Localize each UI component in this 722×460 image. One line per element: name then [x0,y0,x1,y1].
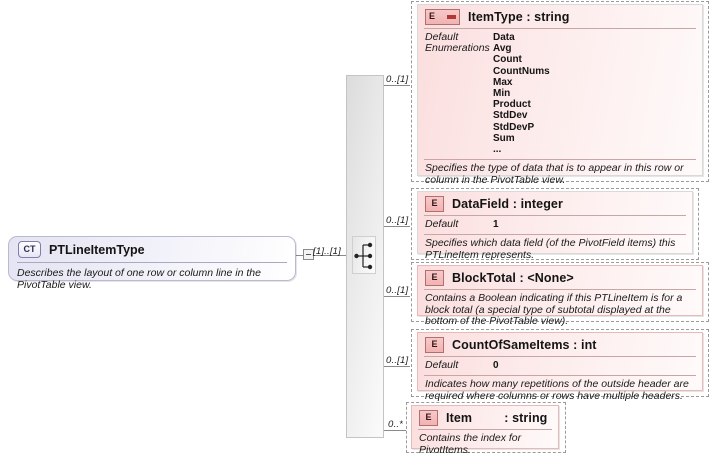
element-countofsameitems-header: E CountOfSameItems : int [418,333,702,356]
cardinality-itemtype: 0..[1] [386,74,409,85]
connector-branch-itemtype [384,85,410,86]
complex-type-divider [17,262,287,263]
element-icon: E [419,409,438,426]
element-countofsameitems-divider-2 [424,375,696,377]
element-blocktotal-description: Contains a Boolean indicating if this PT… [425,292,683,328]
element-item-divider [418,429,552,430]
cardinality-countofsameitems: 0..[1] [386,355,409,366]
optional-frame-datafield [411,188,699,260]
element-itemtype-title: ItemType : string [468,9,570,24]
complex-type-ptlineitemtype[interactable]: CT PTLineItemType Describes the layout o… [8,236,296,291]
connector-branch-countofsameitems [384,366,410,367]
optional-frame-countofsameitems [411,329,709,397]
cardinality-blocktotal: 0..[1] [386,285,409,296]
element-countofsameitems-facets: Default 0 [418,357,702,375]
element-itemtype[interactable]: E ItemType : string Default Data Enumera… [417,4,703,186]
element-countofsameitems-description: Indicates how many repetitions of the ou… [425,378,689,402]
facet-label-default: Default [425,218,459,230]
element-item-description: Contains the index for PivotItems. [419,432,522,456]
element-item[interactable]: E Item : string Contains the index for P… [411,405,559,455]
facet-value-default: 1 [493,219,499,230]
complex-type-title: PTLineItemType [49,242,145,257]
connector-ct-to-stub [296,255,304,256]
optional-frame-itemtype [411,1,709,182]
element-datafield-header: E DataField : integer [418,192,692,215]
element-itemtype-divider-2 [424,159,696,161]
sequence-compositor[interactable] [352,236,376,274]
complex-type-icon: CT [18,241,41,258]
element-datafield-description: Specifies which data field (of the Pivot… [425,237,676,261]
element-itemtype-header: E ItemType : string [418,5,702,28]
connector-branch-blocktotal [384,296,410,297]
sequence-compositor-icon [354,242,373,270]
element-itemtype-divider [424,28,696,29]
element-countofsameitems-title: CountOfSameItems : int [452,337,597,352]
facet-value-enumerations: Avg Count CountNums Max Min Product StdD… [493,43,550,156]
element-datafield-divider-2 [424,234,686,236]
facet-label-default: Default [425,359,459,371]
element-countofsameitems-divider [424,356,696,357]
connector-branch-datafield [384,226,410,227]
connector-stub-to-compositor [314,255,346,256]
element-countofsameitems[interactable]: E CountOfSameItems : int Default 0 Indic… [417,332,703,402]
cardinality-item: 0..* [388,419,404,430]
cardinality-datafield: 0..[1] [386,215,409,226]
cardinality-root: [1]..[1] [313,246,342,257]
facet-label-enumerations: Enumerations [425,42,490,55]
element-blocktotal-divider [424,289,696,290]
collapse-stub [303,249,314,260]
element-icon: E [425,195,444,212]
element-itemtype-description: Specifies the type of data that is to ap… [425,162,684,186]
facet-value-default: 0 [493,360,499,371]
element-itemtype-facets: Default Data Enumerations Avg Count Coun… [418,29,702,159]
complex-type-header: CT PTLineItemType [9,237,295,262]
element-datafield-divider [424,215,686,216]
facet-value-default: Data [493,32,515,43]
element-blocktotal-title: BlockTotal : <None> [452,270,574,285]
element-datafield[interactable]: E DataField : integer Default 1 Specifie… [417,191,693,261]
element-blocktotal-header: E BlockTotal : <None> [418,266,702,289]
element-item-header: E Item : string [412,406,558,429]
facet-label-default: Default [425,31,459,43]
element-datafield-title: DataField : integer [452,196,563,211]
element-item-title: Item : string [446,410,548,425]
optional-frame-blocktotal [411,262,709,322]
complex-type-description: Describes the layout of one row or colum… [17,267,261,291]
element-icon: E [425,336,444,353]
element-datafield-facets: Default 1 [418,216,692,234]
element-enumeration-icon: E [425,8,460,25]
element-blocktotal[interactable]: E BlockTotal : <None> Contains a Boolean… [417,265,703,327]
element-icon: E [425,269,444,286]
connector-branch-item [384,430,406,431]
optional-frame-item [406,402,566,453]
